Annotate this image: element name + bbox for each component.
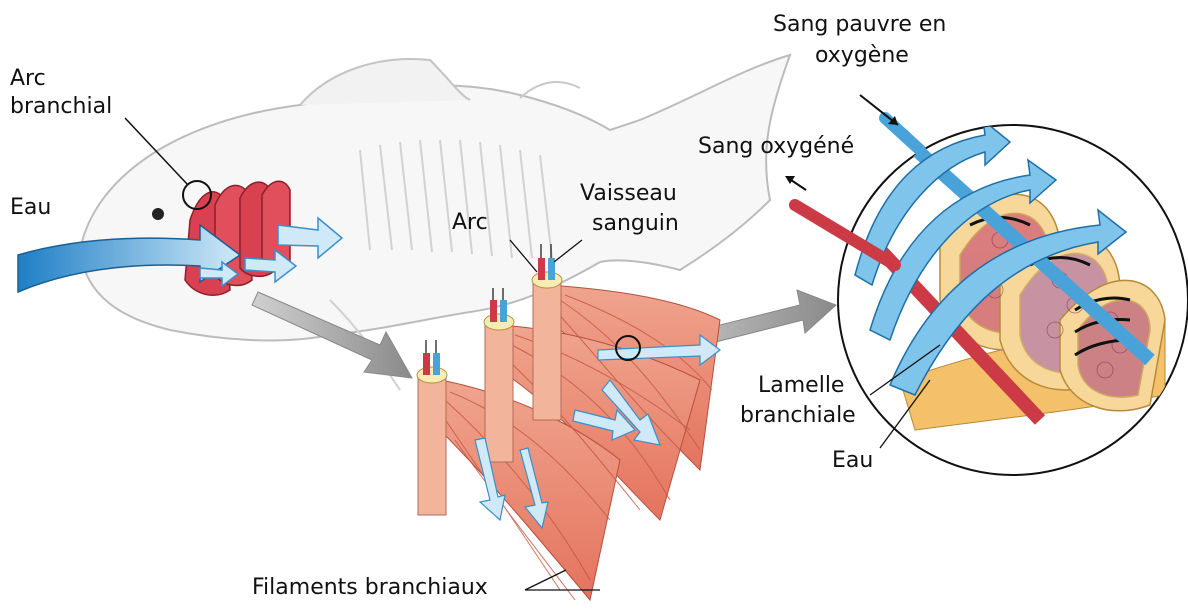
label-sang-pauvre-2: oxygène	[815, 43, 909, 69]
label-vaisseau-2: sanguin	[592, 211, 679, 237]
label-lamelle-2: branchiale	[740, 403, 856, 429]
label-sang-oxygene: Sang oxygéné	[698, 134, 854, 160]
label-arc-branchial-2: branchial	[10, 94, 112, 120]
fish-eye	[152, 208, 164, 220]
label-filaments: Filaments branchiaux	[252, 575, 488, 601]
label-vaisseau-1: Vaisseau	[580, 181, 677, 207]
label-eau-right: Eau	[832, 448, 873, 474]
label-eau-left: Eau	[10, 195, 51, 221]
label-lamelle-1: Lamelle	[758, 373, 844, 399]
label-arc-branchial-1: Arc	[10, 66, 46, 92]
label-sang-pauvre-1: Sang pauvre en	[773, 12, 946, 38]
label-arc: Arc	[452, 210, 488, 236]
